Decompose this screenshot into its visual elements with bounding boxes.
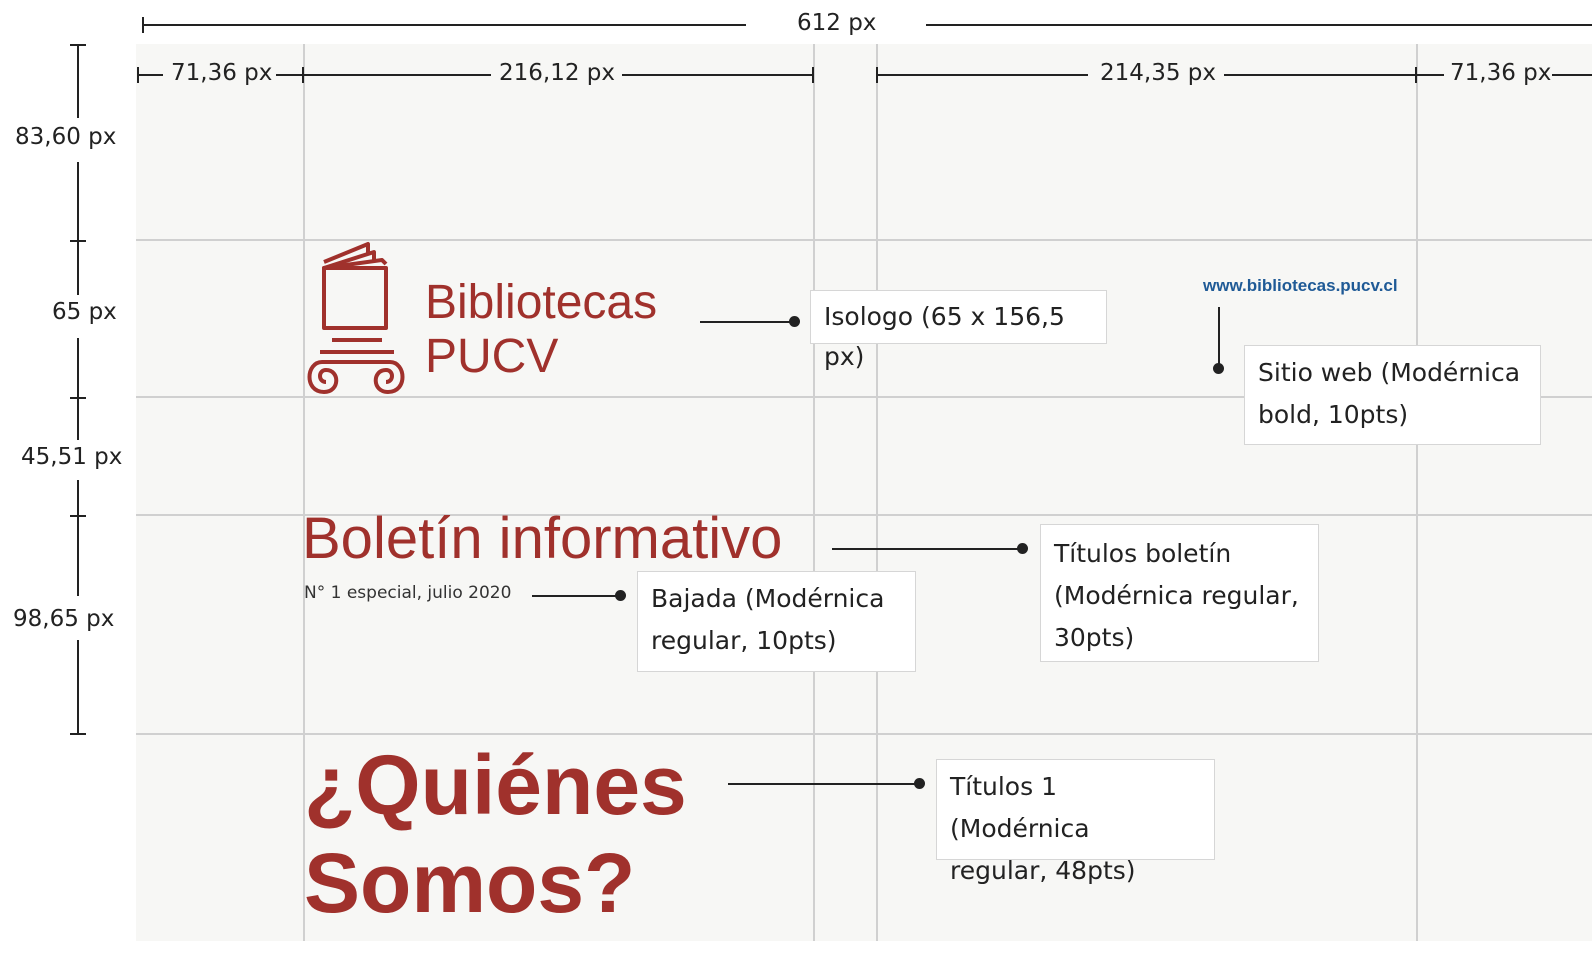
dimension-tick	[137, 67, 139, 83]
dimension-tick	[70, 240, 86, 242]
connector-line	[832, 548, 1020, 550]
logo-text-line2: PUCV	[425, 330, 559, 383]
dimension-line	[276, 74, 491, 76]
section-heading-line2: Somos?	[304, 836, 636, 930]
annotation-text: (Modérnica regular,	[1054, 581, 1299, 610]
annotation-text: Bajada (Modérnica	[651, 584, 885, 613]
dimension-tick	[142, 17, 144, 33]
grid-row-line	[136, 239, 1592, 241]
grid-column-line	[303, 44, 305, 941]
grid-column-line	[813, 44, 815, 941]
grid-row-line	[136, 396, 1592, 398]
dimension-tick	[70, 733, 86, 735]
dimension-tick	[302, 67, 304, 83]
dimension-row-2: 65 px	[52, 299, 117, 325]
grid-column-line	[1416, 44, 1418, 941]
dimension-margin-right: 71,36 px	[1450, 60, 1552, 86]
section-heading-line1: ¿Quiénes	[304, 738, 687, 832]
website-link[interactable]: www.bibliotecas.pucv.cl	[1203, 276, 1398, 295]
annotation-text: Títulos 1 (Modérnica	[950, 772, 1090, 843]
connector-line	[728, 783, 918, 785]
annotation-text: Isologo (65 x 156,5 px)	[824, 302, 1065, 371]
dimension-line	[77, 338, 79, 440]
connector-dot	[615, 590, 626, 601]
dimension-row-4: 98,65 px	[13, 606, 115, 632]
annotation-isologo: Isologo (65 x 156,5 px)	[810, 290, 1107, 371]
dimension-line	[622, 74, 814, 76]
dimension-tick	[70, 44, 86, 46]
dimension-line	[77, 44, 79, 118]
dimension-line	[77, 162, 79, 295]
dimension-line	[77, 640, 79, 734]
dimension-tick	[812, 67, 814, 83]
grid-column-line	[876, 44, 878, 941]
connector-dot	[1213, 363, 1224, 374]
annotation-website: Sitio web (Modérnica bold, 10pts)	[1244, 345, 1541, 445]
dimension-row-1: 83,60 px	[15, 124, 117, 150]
connector-dot	[789, 316, 800, 327]
dimension-line	[1552, 74, 1592, 76]
annotation-titles: Títulos boletín (Modérnica regular, 30pt…	[1040, 524, 1319, 662]
logo-text-line1: Bibliotecas	[425, 276, 658, 329]
bulletin-subtitle: N° 1 especial, julio 2020	[304, 583, 512, 603]
annotation-text: Sitio web (Modérnica	[1258, 358, 1521, 387]
dimension-line	[137, 74, 163, 76]
dimension-column-1: 216,12 px	[499, 60, 615, 86]
dimension-tick	[1415, 67, 1417, 83]
bulletin-title: Boletín informativo	[302, 506, 783, 571]
dimension-tick	[70, 515, 86, 517]
dimension-line	[1224, 74, 1444, 76]
dimension-line	[876, 74, 1088, 76]
dimension-column-2: 214,35 px	[1100, 60, 1216, 86]
annotation-text: bold, 10pts)	[1258, 400, 1409, 429]
dimension-line	[142, 24, 746, 26]
dimension-line	[926, 24, 1592, 26]
dimension-tick	[876, 67, 878, 83]
connector-line	[532, 595, 618, 597]
dimension-margin-left: 71,36 px	[171, 60, 273, 86]
book-column-icon	[307, 242, 405, 394]
connector-dot	[1017, 543, 1028, 554]
page-canvas	[136, 44, 1592, 941]
annotation-text: Títulos boletín	[1054, 539, 1232, 568]
annotation-bajada: Bajada (Modérnica regular, 10pts)	[637, 571, 916, 672]
dimension-line	[77, 480, 79, 596]
dimension-tick	[70, 397, 86, 399]
annotation-text: regular, 48pts)	[950, 856, 1136, 885]
connector-line	[700, 321, 792, 323]
dimension-row-3: 45,51 px	[21, 444, 123, 470]
dimension-total-width: 612 px	[797, 10, 877, 36]
annotation-titulos1: Títulos 1 (Modérnica regular, 48pts)	[936, 759, 1215, 885]
grid-row-line	[136, 514, 1592, 516]
grid-row-line	[136, 733, 1592, 735]
connector-line	[1218, 307, 1220, 367]
connector-dot	[914, 778, 925, 789]
annotation-text: 30pts)	[1054, 623, 1135, 652]
annotation-text: regular, 10pts)	[651, 626, 837, 655]
